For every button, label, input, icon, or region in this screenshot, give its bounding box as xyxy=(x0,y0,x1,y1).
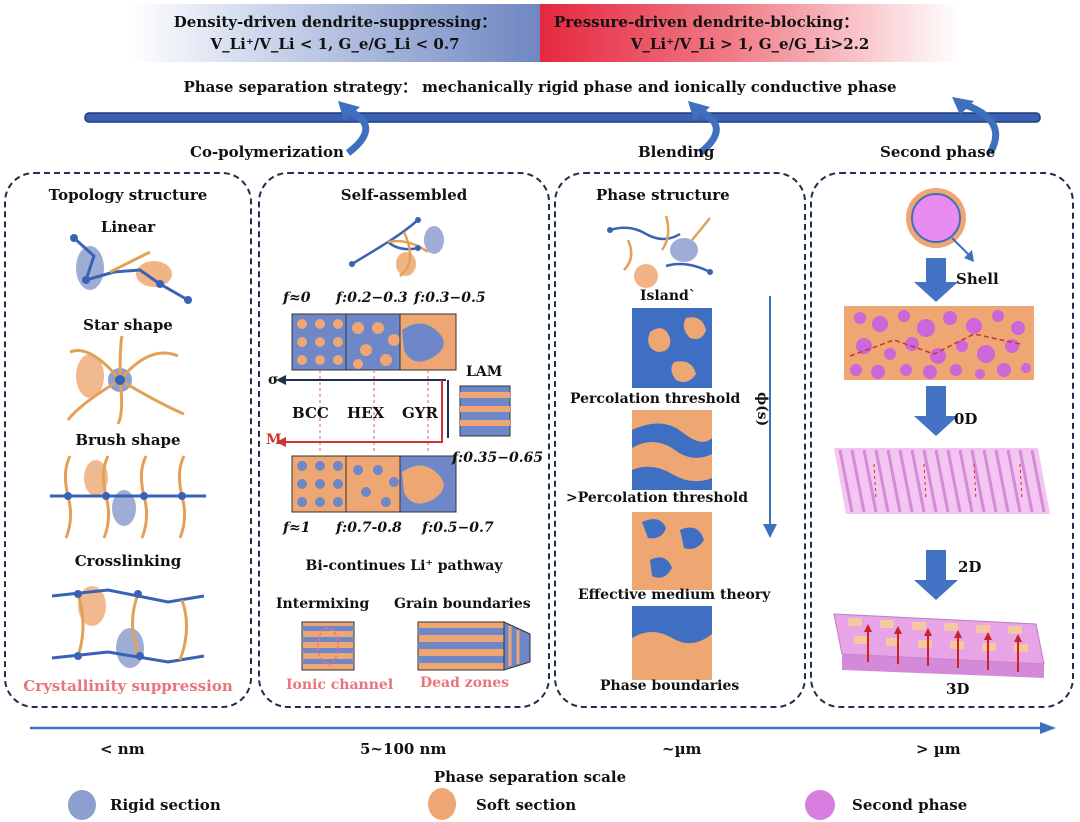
second-phase-swatch xyxy=(805,790,835,820)
down-arrow-1 xyxy=(914,258,958,302)
strategy-timeline xyxy=(84,97,1041,156)
hex-label: HEX xyxy=(347,404,385,422)
gyr-bottom-cube xyxy=(399,455,457,513)
down-arrow-3 xyxy=(914,550,958,600)
legend-soft-section: Soft section xyxy=(476,796,577,814)
f-0-7-0-8: f:0.7-0.8 xyxy=(336,520,402,536)
phase-structure-panel xyxy=(554,172,806,708)
scale-title: Phase separation scale xyxy=(433,768,627,786)
above-percolation-label: >Percolation threshold xyxy=(566,490,749,506)
percolation-morphology xyxy=(632,410,712,490)
bcc-bottom-cube xyxy=(291,455,349,513)
morphology-columns xyxy=(632,308,712,680)
crystallinity-suppression-label: Crystallinity suppression xyxy=(23,677,233,695)
copoly-arrow-head xyxy=(338,101,360,121)
phase-boundary-morphology xyxy=(632,606,712,680)
gyr-label: GYR xyxy=(402,404,438,422)
scale-tick-5-100nm: 5~100 nm xyxy=(360,740,447,758)
pressure-banner-condition: V_Li⁺/V_Li > 1, G_e/G_Li>2.2 xyxy=(630,35,870,53)
topology-linear-label: Linear xyxy=(100,218,156,236)
topology-star-label: Star shape xyxy=(83,316,173,334)
two-d-label: 2D xyxy=(958,558,982,576)
island-morphology xyxy=(632,308,712,388)
brush-polymer-icon xyxy=(50,455,206,539)
bcc-top-cube xyxy=(291,313,349,371)
effective-medium-label: Effective medium theory xyxy=(578,587,771,603)
topology-crosslinking-label: Crosslinking xyxy=(74,552,182,570)
bcc-label: BCC xyxy=(292,404,329,422)
method-second-phase: Second phase xyxy=(880,143,996,161)
self-assembled-title: Self-assembled xyxy=(340,186,468,204)
topology-brush-label: Brush shape xyxy=(75,431,181,449)
three-d-label: 3D xyxy=(946,680,970,698)
zero-d-label: 0D xyxy=(954,410,978,428)
core-shell-particle xyxy=(906,188,974,262)
second-phase-illustrations xyxy=(833,188,1050,678)
soft-section-swatch xyxy=(428,788,456,820)
second-phase-arrow-head xyxy=(952,97,974,115)
timeline-bar xyxy=(84,112,1041,123)
density-banner: Density-driven dendrite-suppressing： V_L… xyxy=(130,4,540,62)
f-0-3-0-5: f:0.3−0.5 xyxy=(414,290,486,306)
linear-polymer-icon xyxy=(70,234,192,304)
island-label: Island` xyxy=(640,288,696,304)
scale-tick-gt-um: > µm xyxy=(916,740,961,758)
sigma-label: σ xyxy=(268,372,279,388)
hex-bottom-cube xyxy=(345,455,403,513)
topology-panel xyxy=(4,172,252,708)
intermixing-block xyxy=(301,621,355,671)
f-approx-one: f≈1 xyxy=(283,520,311,536)
hex-top-cube xyxy=(345,313,403,371)
intermixing-label: Intermixing xyxy=(276,596,370,612)
bi-continues-pathway: Bi-continues Li⁺ pathway xyxy=(305,558,503,574)
legend-second-phase: Second phase xyxy=(852,796,968,814)
topology-title: Topology structure xyxy=(48,186,208,204)
grain-boundaries-block xyxy=(417,621,531,671)
density-banner-condition: V_Li⁺/V_Li < 1, G_e/G_Li < 0.7 xyxy=(210,35,460,53)
scale-tick-nm: < nm xyxy=(100,740,145,758)
phase-structure-title: Phase structure xyxy=(596,186,730,204)
blend-polymer-icon xyxy=(607,215,713,288)
crosslinking-polymer-icon xyxy=(51,586,205,668)
self-assembled-panel xyxy=(258,172,550,708)
star-polymer-icon xyxy=(66,335,185,424)
three-d-composite xyxy=(833,613,1045,678)
two-d-composite xyxy=(834,448,1050,514)
zero-d-composite xyxy=(844,306,1034,380)
shell-label: Shell xyxy=(956,270,999,288)
f-approx-zero: f≈0 xyxy=(283,290,311,306)
percolation-threshold-label: Percolation threshold xyxy=(570,391,741,407)
gyr-top-cube xyxy=(399,313,457,371)
phase-diagram-cubes xyxy=(276,313,511,513)
self-assembled-polymer-icon xyxy=(349,217,444,277)
density-banner-title: Density-driven dendrite-suppressing： xyxy=(173,13,497,31)
f-0-35-0-65: f:0.35−0.65 xyxy=(452,450,544,466)
phi-label: ϕ(s) xyxy=(754,392,770,427)
scale-tick-um: ~µm xyxy=(662,740,702,758)
above-percolation-morphology xyxy=(632,512,712,590)
lam-cube xyxy=(459,385,511,437)
pressure-banner-title: Pressure-driven dendrite-blocking： xyxy=(554,13,859,31)
grain-boundaries-label: Grain boundaries xyxy=(394,596,531,612)
ionic-channel-label: Ionic channel xyxy=(286,677,394,693)
dead-zones-label: Dead zones xyxy=(420,675,510,691)
pressure-banner: Pressure-driven dendrite-blocking： V_Li⁺… xyxy=(540,4,960,62)
second-phase-panel xyxy=(810,172,1074,708)
down-arrow-2 xyxy=(914,386,958,436)
f-0-2-0-3: f:0.2−0.3 xyxy=(336,290,408,306)
channel-illustrations xyxy=(301,621,531,671)
lam-label: LAM xyxy=(466,364,503,380)
f-0-5-0-7: f:0.5−0.7 xyxy=(422,520,494,536)
phi-arrow xyxy=(763,296,777,538)
scale-axis xyxy=(30,722,1056,734)
strategy-title: Phase separation strategy： mechanically … xyxy=(183,78,897,96)
method-copolymerization: Co-polymerization xyxy=(190,143,344,161)
blending-arrow-head xyxy=(688,101,710,121)
m-label: M xyxy=(266,432,282,448)
method-blending: Blending xyxy=(638,143,715,161)
legend-rigid-section: Rigid section xyxy=(110,796,221,814)
phase-boundaries-label: Phase boundaries xyxy=(600,678,740,694)
rigid-section-swatch xyxy=(68,790,96,820)
